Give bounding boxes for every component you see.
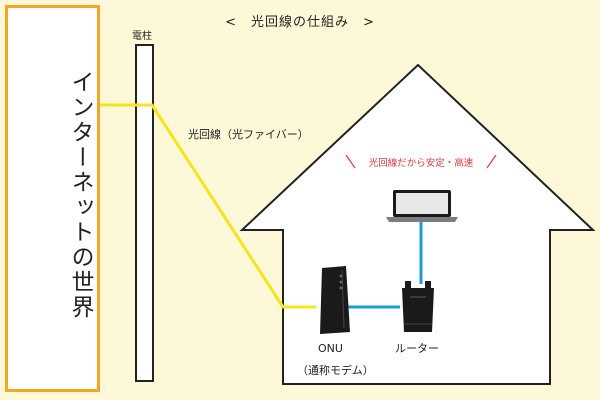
accent-mark-left (345, 154, 356, 169)
house-outline (239, 63, 596, 385)
laptop-icon (386, 190, 458, 222)
stable-fast-label: 光回線だから安定・高速 (368, 158, 474, 169)
onu-modem-label: （通称モデム） (297, 364, 374, 377)
onu-label: ONU (318, 342, 343, 355)
accent-mark-right (486, 154, 497, 169)
fiber-line-label: 光回線（光ファイバー） (188, 128, 309, 141)
onu-device-icon (320, 266, 350, 334)
diagram-title: < 光回線の仕組み > (225, 15, 375, 30)
router-label: ルーター (395, 342, 439, 355)
utility-pole-label: 電柱 (132, 31, 152, 42)
router-device-icon (402, 281, 434, 332)
internet-world-box: インターネットの世界 (5, 5, 100, 392)
internet-world-label: インターネットの世界 (67, 70, 93, 320)
utility-pole (135, 44, 154, 382)
fiber-line (96, 103, 316, 309)
